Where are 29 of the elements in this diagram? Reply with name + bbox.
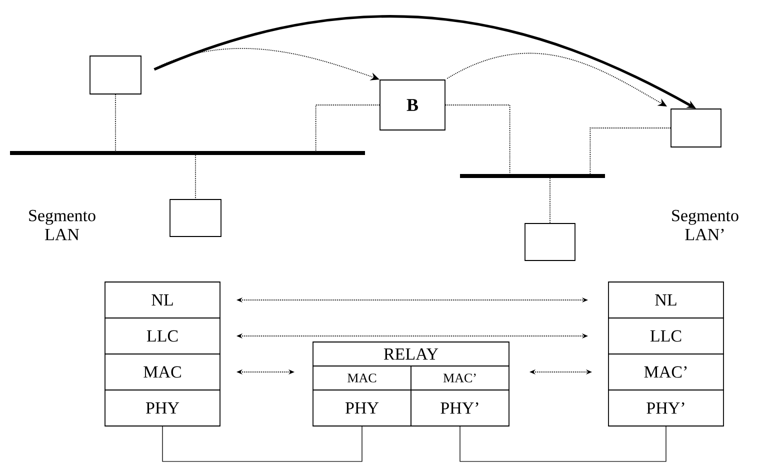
protocol-layer-cell: PHY’ <box>410 390 510 426</box>
protocol-layer-cell: MAC’ <box>608 354 724 390</box>
connection-line <box>460 426 666 462</box>
dotted-line <box>195 154 196 200</box>
lan-bus-bar <box>460 174 605 178</box>
segment-label: Segmento LAN <box>29 210 96 240</box>
relay-cell: RELAY <box>312 342 510 366</box>
host-box <box>170 199 222 237</box>
connection-line <box>162 426 362 462</box>
protocol-layer-cell: LLC <box>104 318 220 354</box>
protocol-layer-cell: PHY <box>104 390 220 426</box>
protocol-layer-cell: NL <box>608 282 724 318</box>
lan-bus-bar <box>10 151 365 155</box>
dotted-line <box>590 128 671 174</box>
dotted-line <box>315 104 380 152</box>
host-box <box>524 223 576 261</box>
host-box <box>90 56 142 94</box>
host-box <box>670 108 722 148</box>
dotted-line <box>115 94 116 152</box>
bridge-box: B <box>380 80 446 130</box>
protocol-layer-cell: MAC <box>312 366 412 390</box>
segment-label: Segmento LAN’ <box>672 210 738 240</box>
protocol-layer-cell: MAC’ <box>410 366 510 390</box>
protocol-layer-cell: PHY <box>312 390 412 426</box>
protocol-layer-cell: NL <box>104 282 220 318</box>
dotted-line <box>445 104 510 174</box>
protocol-layer-cell: MAC <box>104 354 220 390</box>
protocol-layer-cell: PHY’ <box>608 390 724 426</box>
protocol-layer-cell: LLC <box>608 318 724 354</box>
